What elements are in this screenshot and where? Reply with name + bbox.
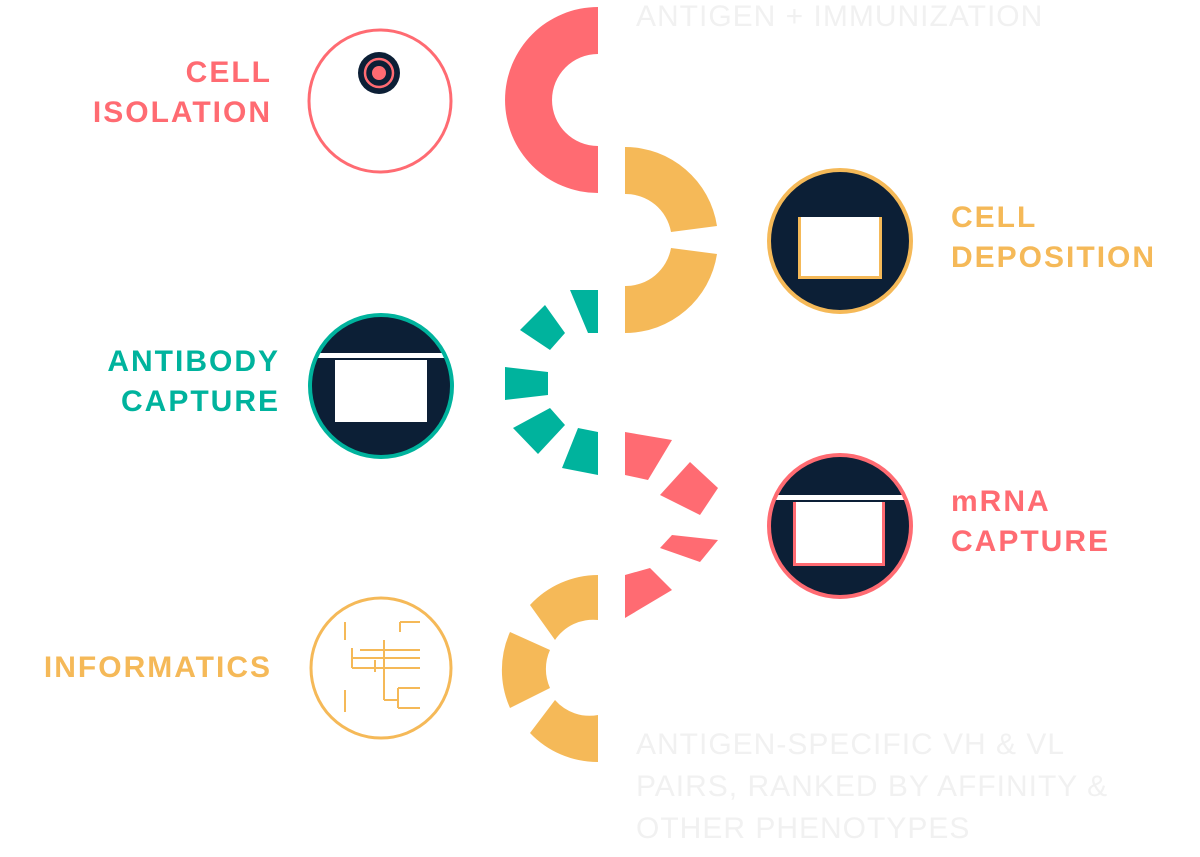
- connector-segment: [625, 248, 717, 333]
- step-label-line: CELL: [185, 56, 272, 89]
- connector-segment: [660, 462, 718, 515]
- connector-segment: [570, 290, 598, 333]
- microwell-icon: [767, 168, 913, 314]
- dendrogram-icon: [309, 596, 453, 740]
- step-label-line: DEPOSITION: [951, 241, 1157, 274]
- connector-segment: [505, 367, 548, 400]
- connector-segment: [660, 535, 718, 562]
- connector-arc-4: [625, 432, 718, 618]
- connector-segment: [501, 632, 550, 708]
- connector-segment: [625, 432, 672, 480]
- connector-segment: [513, 408, 565, 454]
- step-label-line: CAPTURE: [951, 525, 1111, 558]
- step-label-line: INFORMATICS: [43, 651, 272, 684]
- connector-segment: [530, 575, 598, 640]
- connector-segment: [625, 146, 717, 232]
- step-label-line: mRNA: [951, 485, 1051, 518]
- connector-segment: [562, 428, 598, 475]
- connector-arc-5: [501, 575, 598, 763]
- step-label-line: CELL: [951, 201, 1038, 234]
- annotation-line: OTHER PHENOTYPES: [636, 812, 971, 845]
- step-label-informatics: INFORMATICS: [44, 648, 272, 688]
- annotation-line: ANTIGEN-SPECIFIC VH & VL: [636, 728, 1066, 761]
- step-label-cell-isolation: CELL ISOLATION: [93, 53, 272, 133]
- annotation-top: ANTIGEN + IMMUNIZATION: [636, 0, 1043, 38]
- annotation-bottom: ANTIGEN-SPECIFIC VH & VL PAIRS, RANKED B…: [636, 724, 1108, 850]
- capture-well-icon: [767, 453, 913, 599]
- annotation-line: PAIRS, RANKED BY AFFINITY &: [636, 770, 1109, 803]
- connector-segment: [505, 7, 598, 193]
- connector-segment: [625, 568, 672, 618]
- connector-arc-3: [505, 290, 598, 475]
- annotation-line: ANTIGEN + IMMUNIZATION: [636, 0, 1044, 33]
- step-label-line: CAPTURE: [120, 385, 280, 418]
- step-label-line: ISOLATION: [92, 96, 272, 129]
- connector-arc-1: [505, 7, 598, 193]
- connector-segment: [520, 305, 565, 350]
- capture-well-icon: [308, 313, 454, 459]
- step-label-mrna-capture: mRNA CAPTURE: [951, 482, 1110, 562]
- step-label-cell-deposition: CELL DEPOSITION: [951, 198, 1156, 278]
- connector-arc-2: [625, 146, 717, 333]
- step-label-antibody-capture: ANTIBODY CAPTURE: [107, 342, 280, 422]
- step-label-line: ANTIBODY: [107, 345, 280, 378]
- single-cell-icon: [307, 28, 453, 174]
- connector-segment: [530, 700, 598, 763]
